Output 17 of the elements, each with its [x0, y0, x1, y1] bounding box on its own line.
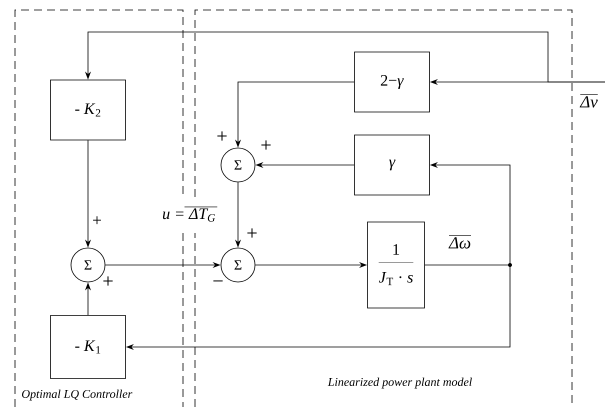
gain-block: - K$_{1}$ — [50, 315, 126, 379]
signal-label: + — [93, 216, 101, 224]
gain-block: γ — [354, 134, 430, 196]
transfer-block: 1 J$_{T}$ · s — [367, 222, 425, 308]
summing-junction: Σ — [220, 248, 256, 282]
sign-label: + — [217, 131, 227, 141]
signal-label: u = ΔT$_{G}$ — [162, 206, 218, 222]
signal-label: Δω — [448, 235, 472, 249]
summing-junction: Σ — [70, 248, 106, 282]
sign-label: − — [213, 280, 223, 282]
sign-label: + — [261, 140, 271, 150]
signal-label: Δv — [580, 94, 598, 108]
sign-label: + — [247, 228, 257, 238]
gain-block: - K$_{2}$ — [50, 80, 126, 140]
sign-label: + — [103, 276, 113, 286]
summing-junction: Σ — [220, 148, 256, 182]
gain-block: 2−γ — [354, 52, 430, 112]
